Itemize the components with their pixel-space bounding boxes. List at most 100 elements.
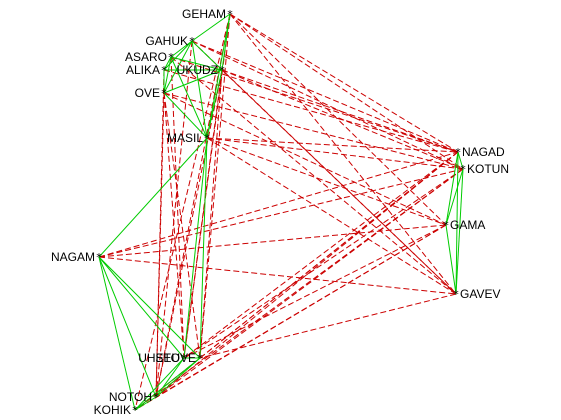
- negative-edge-nagad-uheto: [183, 151, 459, 359]
- positive-edge-masil-nagam: [98, 137, 208, 258]
- negative-edge-ukudz-uheto: [183, 69, 223, 359]
- positive-edge-kotun-gavev: [455, 168, 464, 295]
- node-masil: *MASIL: [167, 131, 210, 145]
- positive-edge-nagad-gama: [445, 151, 459, 226]
- positive-edge-gahuk-asaro: [170, 40, 193, 58]
- positive-edge-geham-masil: [206, 13, 231, 139]
- node-nagam: *NAGAM: [51, 250, 102, 264]
- node-label: ALIKA: [126, 63, 160, 77]
- node-label: KOTUN: [467, 162, 509, 176]
- node-label: UHETO: [138, 351, 180, 365]
- negative-edge-geham-kotun: [229, 13, 464, 170]
- node-marker-star-icon: *: [181, 352, 187, 365]
- negative-edge-masil-gama: [206, 137, 447, 226]
- negative-edge-asaro-gavev: [170, 56, 457, 295]
- negative-edge-geham-gama: [229, 13, 447, 226]
- negative-edge-nagam-gavev: [98, 256, 457, 295]
- node-ove: *OVE: [135, 86, 168, 100]
- positive-edge-masil-uheto: [183, 137, 208, 359]
- negative-edge-gahuk-kotun: [191, 40, 464, 170]
- positive-edge-nagam-uheto: [98, 256, 185, 359]
- positive-edge-asaro-alika: [163, 56, 172, 71]
- positive-edge-uheto-kohik: [134, 357, 185, 411]
- negative-edge-gahuk-nagad: [191, 40, 459, 153]
- negative-edge-gavev-seuve: [199, 293, 457, 359]
- negative-edge-geham-gavev: [229, 13, 457, 295]
- positive-edge-gama-gavev: [445, 224, 457, 295]
- positive-edge-ove-masil: [163, 92, 208, 139]
- positive-edge-asaro-ove: [163, 56, 172, 94]
- nodes-layer: *GEHAM*GAHUK*ASARO*ALIKA*UKUDZ*OVE*MASIL…: [51, 7, 509, 417]
- negative-edge-gama-kohik: [134, 224, 447, 411]
- positive-edge-nagad-gavev: [455, 151, 459, 295]
- negative-edge-kotun-uheto: [183, 168, 464, 359]
- node-label: UKUDZ: [177, 63, 218, 77]
- positive-edge-geham-gahuk: [191, 13, 231, 42]
- node-label: SEUVE: [155, 351, 196, 365]
- node-marker-star-icon: *: [197, 352, 203, 365]
- node-marker-star-icon: *: [204, 132, 210, 145]
- negative-edge-masil-kotun: [206, 137, 464, 170]
- negative-edge-ove-uheto: [163, 92, 185, 359]
- positive-edge-uheto-notoh: [155, 357, 185, 398]
- node-uheto: *UHETO: [138, 351, 187, 365]
- node-label: OVE: [135, 86, 160, 100]
- node-gama: *GAMA: [443, 218, 485, 232]
- node-ukudz: *UKUDZ: [177, 63, 226, 77]
- node-alika: *ALIKA: [126, 63, 167, 77]
- node-kohik: *KOHIK: [94, 403, 139, 417]
- negative-edge-ukudz-kotun: [221, 69, 464, 170]
- node-marker-star-icon: *: [153, 391, 159, 404]
- node-marker-star-icon: *: [189, 35, 195, 48]
- negative-edges: [98, 13, 464, 411]
- positive-edge-nagam-notoh: [98, 256, 157, 398]
- positive-edge-asaro-ukudz: [170, 56, 223, 71]
- negative-edge-gama-uheto: [183, 224, 447, 359]
- positive-edge-notoh-kohik: [134, 396, 157, 411]
- node-notoh: *NOTOH: [109, 390, 159, 404]
- negative-edge-nagad-seuve: [199, 151, 459, 359]
- node-marker-star-icon: *: [132, 404, 138, 417]
- positive-edge-nagam-kohik: [98, 256, 136, 411]
- negative-edge-nagam-nagad: [98, 151, 459, 258]
- negative-edge-masil-nagad: [206, 137, 459, 153]
- node-label: MASIL: [167, 131, 203, 145]
- node-label: GAMA: [450, 218, 485, 232]
- positive-edge-kotun-gama: [445, 168, 464, 226]
- negative-edge-ukudz-nagad: [221, 69, 459, 153]
- node-gavev: *GAVEV: [453, 287, 500, 301]
- node-marker-star-icon: *: [168, 51, 174, 64]
- node-marker-star-icon: *: [453, 288, 459, 301]
- negative-edge-masil-gavev: [206, 137, 457, 295]
- negative-edge-ove-notoh: [155, 92, 165, 398]
- negative-edge-nagam-gama: [98, 224, 447, 258]
- node-marker-star-icon: *: [443, 219, 449, 232]
- positive-edge-nagam-seuve: [98, 256, 201, 359]
- negative-edge-gahuk-notoh: [155, 40, 193, 398]
- node-seuve: *SEUVE: [155, 351, 203, 365]
- positive-edge-nagad-kotun: [457, 151, 464, 170]
- positive-edge-gahuk-alika: [163, 40, 193, 71]
- node-marker-star-icon: *: [161, 87, 167, 100]
- positive-edge-ukudz-ove: [163, 69, 223, 94]
- node-kotun: *KOTUN: [460, 162, 509, 176]
- node-marker-star-icon: *: [227, 8, 233, 21]
- positive-edge-ukudz-masil: [206, 69, 223, 139]
- node-label: KOHIK: [94, 403, 131, 417]
- node-nagad: *NAGAD: [455, 145, 505, 159]
- node-marker-star-icon: *: [161, 64, 167, 77]
- negative-edge-ove-gama: [163, 92, 447, 226]
- node-marker-star-icon: *: [96, 251, 102, 264]
- negative-edge-asaro-uheto: [170, 56, 185, 359]
- positive-edge-gahuk-masil: [191, 40, 208, 139]
- node-label: NOTOH: [109, 390, 152, 404]
- negative-edge-ukudz-notoh: [155, 69, 223, 398]
- positive-edges: [98, 13, 464, 411]
- negative-edge-ove-kotun: [163, 92, 464, 170]
- positive-edge-masil-seuve: [199, 137, 208, 359]
- node-label: NAGAM: [51, 250, 95, 264]
- node-label: GAVEV: [460, 287, 500, 301]
- negative-edge-kotun-kohik: [134, 168, 464, 411]
- node-label: ASARO: [125, 50, 167, 64]
